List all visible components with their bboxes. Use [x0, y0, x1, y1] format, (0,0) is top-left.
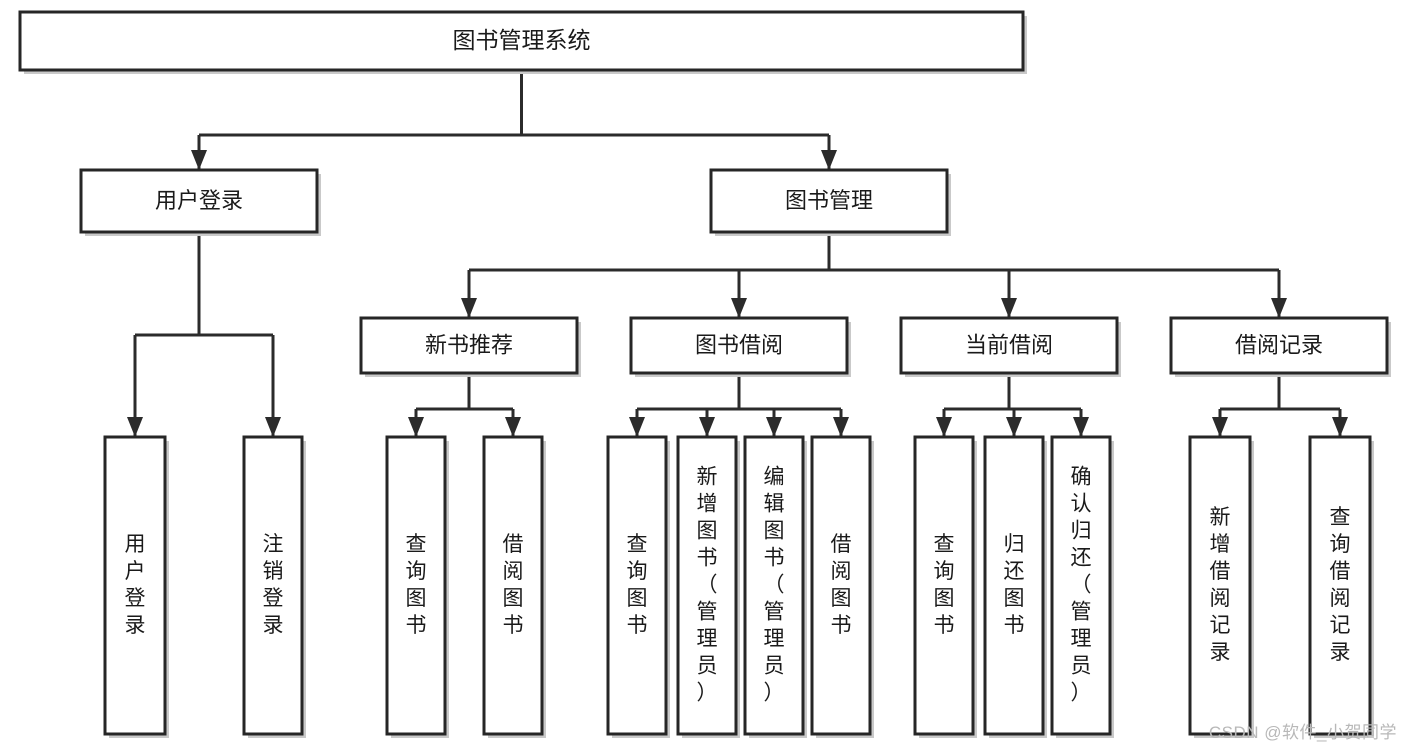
arrow-l3-0 [461, 298, 477, 318]
arrow-borrow-record-leaf-1 [1332, 417, 1348, 437]
node-book-borrow[interactable]: 图书借阅 [629, 316, 851, 377]
node-borrow-record[interactable]: 借阅记录 [1169, 316, 1391, 377]
arrow-new-book-recommend-leaf-1 [505, 417, 521, 437]
node-leaf-query-book-3-label: 查询图书 [934, 533, 955, 637]
arrow-root-to-l2-1 [821, 150, 837, 170]
node-leaf-borrow-book-1-label: 借阅图书 [503, 533, 524, 637]
node-user-login[interactable]: 用户登录 [79, 168, 321, 236]
node-current-borrow[interactable]: 当前借阅 [899, 316, 1121, 377]
node-leaf-user-logout[interactable]: 注销登录 [242, 435, 306, 738]
arrow-book-borrow-leaf-0 [629, 417, 645, 437]
arrow-borrow-record-leaf-0 [1212, 417, 1228, 437]
node-leaf-edit-book[interactable]: 编辑图书（管理员） [743, 435, 807, 738]
arrow-root-to-l2-0 [191, 150, 207, 170]
arrow-book-borrow-leaf-2 [766, 417, 782, 437]
node-leaf-query-book-2-label: 查询图书 [627, 533, 648, 637]
node-book-manage[interactable]: 图书管理 [709, 168, 951, 236]
node-new-book-recommend-label: 新书推荐 [425, 332, 513, 357]
node-leaf-add-book-label: 新增图书（管理员） [697, 465, 718, 704]
node-root-title[interactable]: 图书管理系统 [18, 10, 1027, 74]
node-book-manage-label: 图书管理 [785, 188, 873, 213]
arrow-current-borrow-leaf-1 [1006, 417, 1022, 437]
arrow-l3-3 [1271, 298, 1287, 318]
arrow-current-borrow-leaf-0 [936, 417, 952, 437]
arrow-l3-1 [731, 298, 747, 318]
node-leaf-query-book-3[interactable]: 查询图书 [913, 435, 977, 738]
node-leaf-user-login[interactable]: 用户登录 [103, 435, 169, 738]
arrow-l3-2 [1001, 298, 1017, 318]
node-leaf-confirm-return-label: 确认归还（管理员） [1071, 465, 1092, 704]
node-leaf-add-book[interactable]: 新增图书（管理员） [676, 435, 740, 738]
node-leaf-user-logout-label: 注销登录 [263, 533, 284, 637]
arrow-book-borrow-leaf-3 [833, 417, 849, 437]
arrow-new-book-recommend-leaf-0 [408, 417, 424, 437]
node-leaf-query-record-label: 查询借阅记录 [1330, 506, 1351, 664]
node-leaf-query-book-2[interactable]: 查询图书 [606, 435, 670, 738]
node-leaf-confirm-return[interactable]: 确认归还（管理员） [1050, 435, 1114, 738]
node-leaf-add-record-label: 新增借阅记录 [1210, 506, 1231, 664]
node-new-book-recommend[interactable]: 新书推荐 [359, 316, 581, 377]
arrow-current-borrow-leaf-2 [1073, 417, 1089, 437]
node-borrow-record-label: 借阅记录 [1235, 332, 1323, 357]
node-leaf-return-book[interactable]: 归还图书 [983, 435, 1047, 738]
node-leaf-edit-book-label: 编辑图书（管理员） [764, 465, 785, 704]
node-leaf-add-record[interactable]: 新增借阅记录 [1188, 435, 1254, 738]
node-leaf-borrow-book-2[interactable]: 借阅图书 [810, 435, 874, 738]
arrow-userlogin-leaf-0 [127, 417, 143, 437]
node-book-borrow-label: 图书借阅 [695, 332, 783, 357]
node-leaf-borrow-book-2-label: 借阅图书 [831, 533, 852, 637]
node-leaf-query-book-1-label: 查询图书 [406, 533, 427, 637]
node-current-borrow-label: 当前借阅 [965, 332, 1053, 357]
node-root-title-label: 图书管理系统 [453, 27, 591, 53]
node-leaf-borrow-book-1[interactable]: 借阅图书 [482, 435, 546, 738]
node-leaf-query-record[interactable]: 查询借阅记录 [1308, 435, 1374, 738]
connector-layer [127, 70, 1348, 437]
node-layer: 图书管理系统用户登录图书管理新书推荐图书借阅当前借阅借阅记录用户登录注销登录查询… [18, 10, 1391, 738]
arrow-book-borrow-leaf-1 [699, 417, 715, 437]
node-user-login-label: 用户登录 [155, 188, 243, 213]
node-leaf-query-book-1[interactable]: 查询图书 [385, 435, 449, 738]
watermark-label: CSDN @软件_小贺同学 [1208, 723, 1397, 742]
node-leaf-user-login-label: 用户登录 [125, 533, 146, 637]
node-leaf-return-book-label: 归还图书 [1004, 533, 1025, 637]
arrow-userlogin-leaf-1 [265, 417, 281, 437]
